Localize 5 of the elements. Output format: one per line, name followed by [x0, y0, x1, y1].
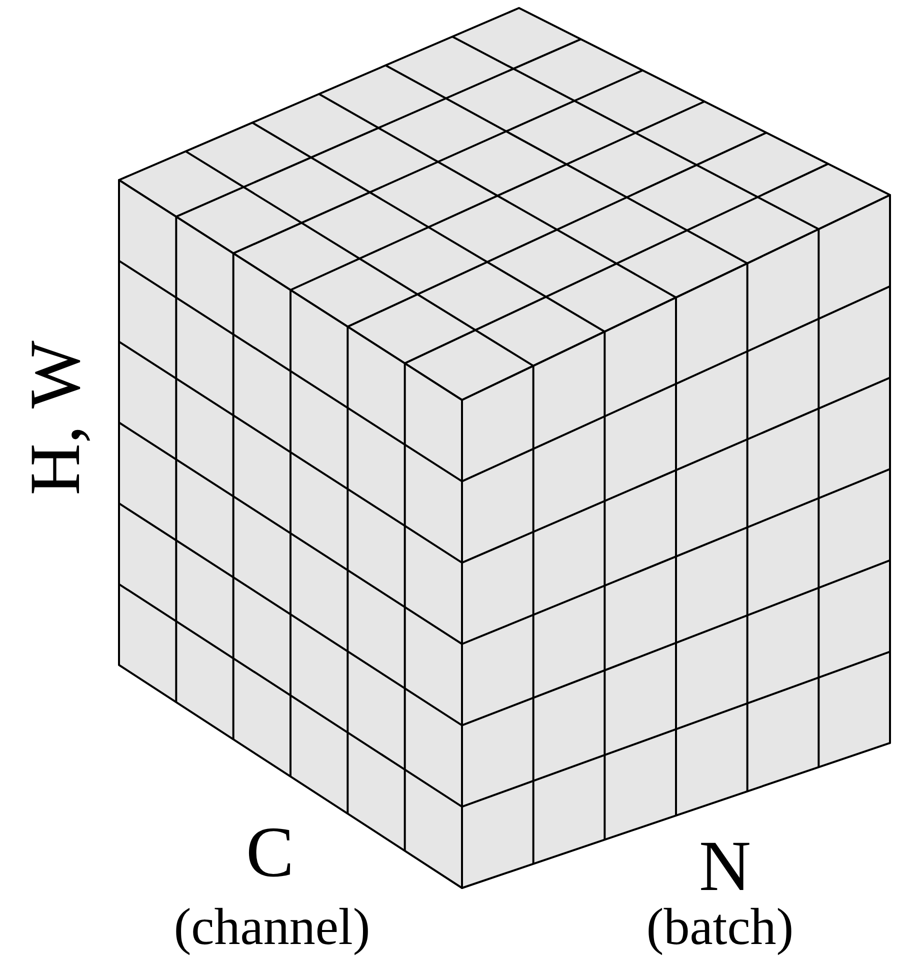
axis-label: N — [699, 830, 751, 902]
axis-caption: (batch) — [646, 902, 794, 954]
axis-caption: (channel) — [174, 902, 370, 954]
axis-label: H, W — [19, 340, 91, 496]
axis-label: C — [246, 816, 294, 888]
